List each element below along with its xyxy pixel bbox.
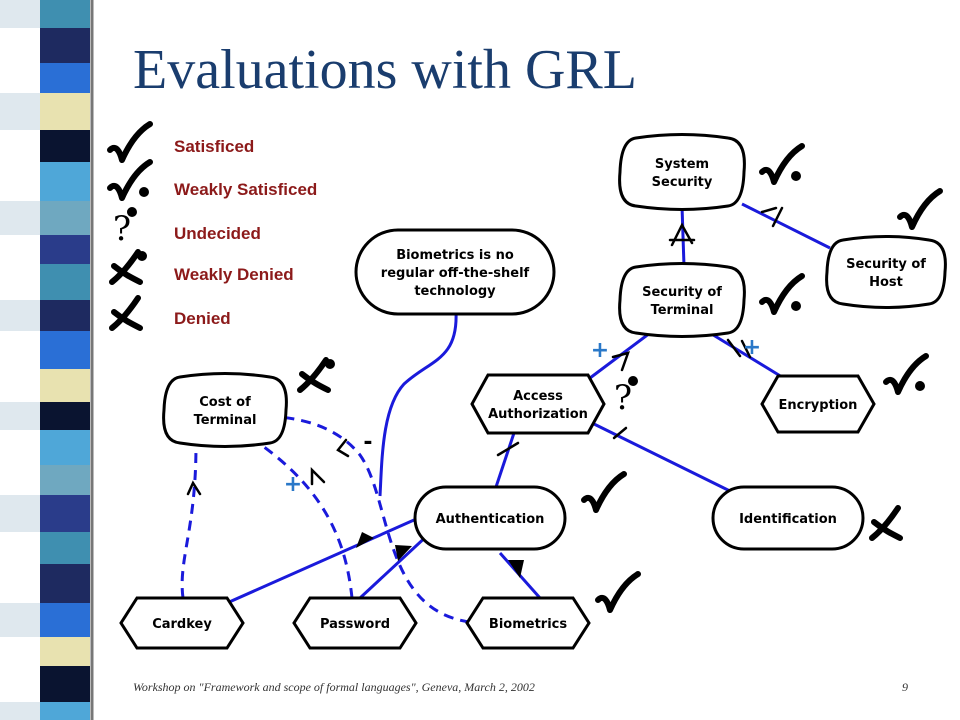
legend-mark-weakly-satisficed [107, 159, 153, 201]
evaluation-mark-system-security [759, 143, 805, 185]
contribution-tick [336, 438, 350, 458]
legend-label-satisficed: Satisficed [174, 137, 255, 156]
legend-label-weakly-denied: Weakly Denied [174, 265, 294, 284]
node-label: technology [414, 284, 496, 299]
evaluation-mark-access-authorization: ? [614, 376, 638, 418]
node-label: Security of [846, 257, 926, 272]
node-label: Cardkey [152, 617, 212, 632]
node-label: Identification [739, 512, 837, 527]
task-shape [465, 596, 591, 650]
goal-shape [711, 485, 865, 551]
node-encryption[interactable]: Encryption [760, 374, 876, 434]
means-end-arrowhead [508, 560, 524, 578]
node-label: Authentication [436, 512, 545, 527]
legend-mark-undecided: ? [113, 207, 137, 249]
node-label: regular off-the-shelf [381, 266, 530, 281]
node-cardkey[interactable]: Cardkey [119, 596, 245, 650]
node-security-of-terminal[interactable]: Security of Terminal [618, 262, 746, 338]
node-label: System [655, 157, 709, 172]
softgoal-shape [618, 133, 746, 211]
slide-title: Evaluations with GRL [133, 39, 637, 101]
goal-shape [413, 485, 567, 551]
contribution-tick [611, 351, 630, 372]
contribution-sign-plus: + [284, 472, 302, 497]
node-identification[interactable]: Identification [711, 485, 865, 551]
node-label: Authorization [488, 407, 588, 422]
evaluation-mark-identification [869, 505, 903, 541]
link-biometrics-to-cost-of-terminal [279, 415, 471, 624]
legend-mark-denied [109, 295, 143, 331]
contribution-sign-plus: + [743, 335, 761, 360]
evaluation-mark-security-of-host [897, 188, 943, 230]
softgoal-shape [825, 235, 947, 309]
node-authentication[interactable]: Authentication [413, 485, 567, 551]
node-label: Terminal [194, 413, 257, 428]
softgoal-shape [618, 262, 746, 338]
node-label: Encryption [779, 398, 858, 413]
link-cardkey-to-authentication [217, 518, 415, 609]
node-label: Password [320, 617, 390, 632]
contribution-tick [760, 206, 784, 228]
contribution-sign-plus: + [591, 338, 609, 363]
evaluation-mark-security-of-terminal [759, 273, 805, 315]
node-label: Host [869, 275, 903, 290]
link-authentication-to-access-authorization [494, 432, 516, 488]
contribution-tick [726, 338, 752, 359]
svg-text:?: ? [614, 378, 632, 418]
task-shape [292, 596, 418, 650]
node-cost-of-terminal[interactable]: Cost of Terminal [162, 372, 288, 448]
evaluation-mark-biometrics [595, 571, 641, 613]
contribution-tick [612, 426, 628, 440]
link-security-of-terminal-to-system-security [680, 205, 686, 267]
node-label: Biometrics [489, 617, 567, 632]
contribution-tick [670, 222, 694, 247]
node-label: Cost of [199, 395, 251, 410]
link-cardkey-to-cost-of-terminal [180, 444, 198, 599]
contribution-tick [310, 466, 326, 486]
link-security-of-host-to-system-security [741, 202, 831, 250]
node-security-of-host[interactable]: Security of Host [825, 235, 947, 309]
softgoal-shape [162, 372, 288, 448]
task-shape [119, 596, 245, 650]
slide-footer: Workshop on "Framework and scope of form… [133, 680, 535, 694]
task-shape [470, 373, 606, 435]
evaluation-mark-authentication [581, 471, 627, 513]
contribution-tick [186, 480, 202, 496]
link-biometrics-belief-to-authentication [378, 311, 458, 497]
node-label: Access [513, 389, 563, 404]
means-end-arrowhead [395, 545, 412, 561]
legend-label-undecided: Undecided [174, 224, 261, 243]
node-label: Terminal [651, 303, 714, 318]
link-password-to-cost-of-terminal [259, 442, 354, 599]
belief-shape [354, 228, 556, 316]
legend-label-weakly-satisficed: Weakly Satisficed [174, 180, 318, 199]
contribution-tick [496, 441, 520, 457]
legend-label-denied: Denied [174, 309, 231, 328]
link-encryption-to-security-of-terminal [709, 331, 783, 379]
legend-mark-weakly-denied [109, 249, 147, 285]
page-number: 9 [902, 680, 908, 694]
evaluation-mark-cost-of-terminal [297, 357, 335, 393]
contribution-sign-minus: - [363, 430, 372, 455]
node-password[interactable]: Password [292, 596, 418, 650]
node-label: Security [652, 175, 713, 190]
link-password-to-authentication [358, 531, 432, 600]
node-biometrics-belief[interactable]: Biometrics is no regular off-the-shelf tec… [354, 228, 556, 316]
means-end-arrowhead [356, 532, 374, 548]
task-shape [760, 374, 876, 434]
legend-mark-satisficed [107, 121, 153, 163]
node-label: Security of [642, 285, 722, 300]
node-biometrics[interactable]: Biometrics [465, 596, 591, 650]
node-label: Biometrics is no [396, 248, 514, 263]
svg-text:?: ? [113, 209, 131, 249]
decorative-stripe [0, 0, 110, 720]
evaluation-mark-encryption [883, 353, 929, 395]
